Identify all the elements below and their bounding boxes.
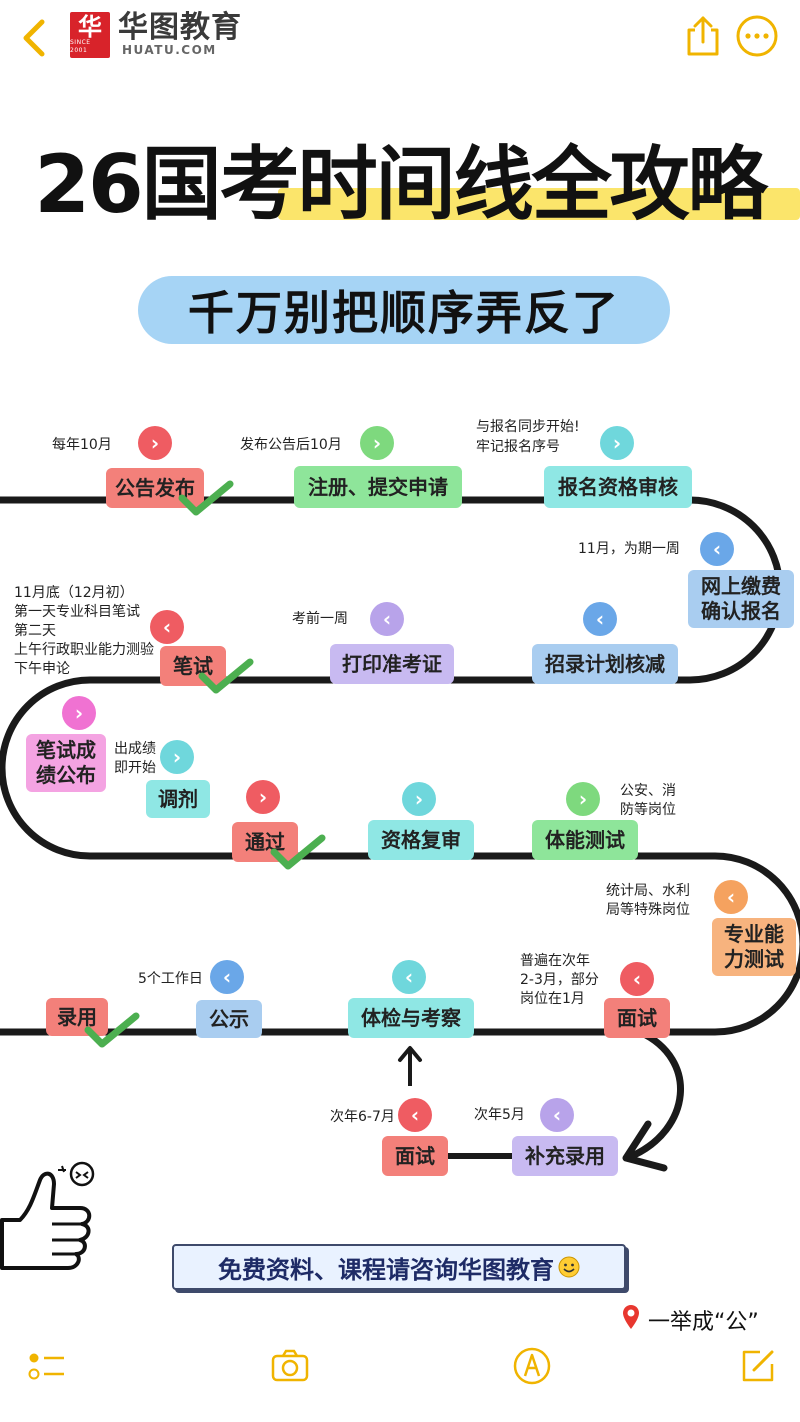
brand-domain: HUATU.COM: [122, 43, 217, 57]
step-result-line1: 笔试成: [36, 738, 96, 762]
arrow-right-icon: ›: [360, 426, 394, 460]
note-review-1: 与报名同步开始!: [476, 419, 580, 435]
arrow-left-icon: ‹: [620, 962, 654, 996]
promo-banner[interactable]: 免费资料、课程请咨询华图教育: [172, 1244, 626, 1290]
step-hire: 录用: [46, 998, 108, 1036]
step-review: 报名资格审核: [544, 466, 692, 508]
edit-icon[interactable]: [738, 1346, 778, 1386]
note-pro-1: 统计局、水利: [606, 883, 690, 899]
note-adjust-2: 即开始: [114, 760, 156, 776]
arrow-left-icon: ‹: [392, 960, 426, 994]
note-pro-2: 局等特殊岗位: [606, 902, 690, 918]
back-chevron-icon[interactable]: [14, 16, 54, 60]
note-interview-3: 岗位在1月: [520, 991, 585, 1007]
step-pass: 通过: [232, 822, 298, 862]
arrow-right-icon: ›: [160, 740, 194, 774]
thumbs-up-icon: [0, 1161, 95, 1270]
step-publicity: 公示: [196, 1000, 262, 1038]
note-pay: 11月，为期一周: [578, 541, 680, 557]
checkmark-icon: [198, 658, 254, 694]
step-pay: 网上缴费 确认报名: [688, 570, 794, 628]
arrow-left-icon: ‹: [370, 602, 404, 636]
note-print: 考前一周: [292, 611, 348, 627]
share-icon[interactable]: [683, 14, 723, 58]
subtitle-pill: 千万别把顺序弄反了: [138, 276, 670, 344]
page-title: 26国考时间线全攻略: [34, 138, 767, 231]
note-written-5: 下午申论: [14, 661, 70, 677]
arrow-right-icon: ›: [566, 782, 600, 816]
arrow-left-icon: ‹: [540, 1098, 574, 1132]
promo-banner-text: 免费资料、课程请咨询华图教育: [218, 1254, 554, 1284]
logo-glyph: 华: [78, 13, 102, 41]
step-print: 打印准考证: [330, 644, 454, 684]
list-icon[interactable]: [26, 1346, 66, 1386]
location-pin-icon: [623, 1305, 639, 1329]
step-pay-line2: 确认报名: [701, 599, 781, 623]
step-check: 体检与考察: [348, 998, 474, 1038]
title-highlight: [278, 188, 800, 220]
step-interview2: 面试: [382, 1136, 448, 1176]
arrow-right-icon: ›: [402, 782, 436, 816]
note-written-1: 11月底（12月初）: [14, 585, 134, 601]
step-supplement: 补充录用: [512, 1136, 618, 1176]
arrow-left-icon: ‹: [398, 1098, 432, 1132]
note-fitness-1: 公安、消: [620, 783, 676, 799]
note-written-2: 第一天专业科目笔试: [14, 604, 140, 620]
logo-since: SINCE 2001: [70, 39, 91, 54]
note-interview2: 次年6-7月: [330, 1109, 395, 1125]
step-announce: 公告发布: [106, 468, 204, 508]
note-interview-1: 普遍在次年: [520, 953, 590, 969]
brand-logo: 华 SINCE 2001: [70, 12, 110, 58]
step-pro-line1: 专业能: [724, 922, 784, 946]
note-register: 发布公告后10月: [240, 437, 342, 453]
checkmark-icon: [84, 1012, 140, 1048]
note-supplement: 次年5月: [474, 1107, 525, 1123]
arrow-left-icon: ‹: [150, 610, 184, 644]
location-text: 一举成“公”: [648, 1310, 759, 1335]
arrow-right-icon: ›: [62, 696, 96, 730]
step-fitness: 体能测试: [532, 820, 638, 860]
arrow-left-icon: ‹: [210, 960, 244, 994]
step-result: 笔试成 绩公布: [26, 734, 106, 792]
step-written: 笔试: [160, 646, 226, 686]
checkmark-icon: [270, 834, 326, 870]
note-written-4: 上午行政职业能力测验: [14, 642, 154, 658]
arrow-left-icon: ‹: [714, 880, 748, 914]
brand-name: 华图教育: [118, 10, 242, 45]
bottom-toolbar: [0, 1338, 800, 1422]
note-fitness-2: 防等岗位: [620, 802, 676, 818]
step-reduce: 招录计划核减: [532, 644, 678, 684]
note-review-2: 牢记报名序号: [476, 439, 560, 455]
smile-emoji-icon: [558, 1256, 580, 1278]
note-adjust-1: 出成绩: [114, 741, 156, 757]
arrow-right-icon: ›: [138, 426, 172, 460]
step-pay-line1: 网上缴费: [701, 574, 781, 598]
arrow-left-icon: ‹: [700, 532, 734, 566]
step-pro: 专业能 力测试: [712, 918, 796, 976]
step-adjust: 调剂: [146, 780, 210, 818]
arrow-left-icon: ‹: [583, 602, 617, 636]
camera-icon[interactable]: [270, 1346, 310, 1386]
note-written-3: 第二天: [14, 623, 56, 639]
note-publicity: 5个工作日: [138, 971, 203, 987]
pen-icon[interactable]: [512, 1346, 552, 1386]
step-result-line2: 绩公布: [36, 763, 96, 787]
note-announce: 每年10月: [52, 437, 112, 453]
step-interview: 面试: [604, 998, 670, 1038]
note-interview-2: 2-3月，部分: [520, 972, 599, 988]
step-register: 注册、提交申请: [294, 466, 462, 508]
arrow-right-icon: ›: [246, 780, 280, 814]
arrow-right-icon: ›: [600, 426, 634, 460]
step-requalify: 资格复审: [368, 820, 474, 860]
more-icon[interactable]: [735, 14, 779, 58]
step-pro-line2: 力测试: [724, 947, 784, 971]
checkmark-icon: [178, 480, 234, 516]
